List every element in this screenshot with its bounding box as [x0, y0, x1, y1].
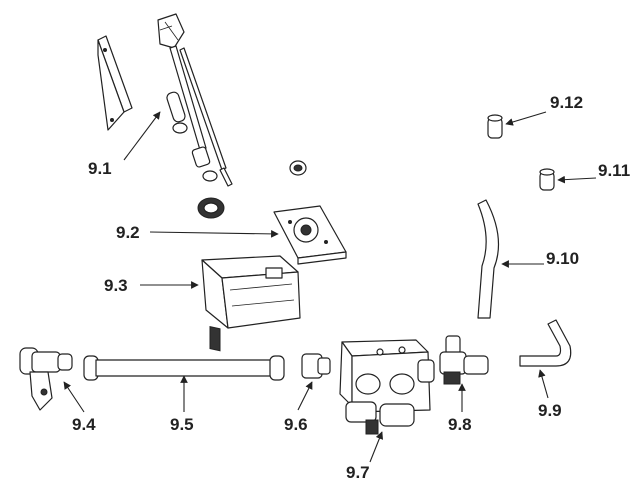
leader-9-11 [557, 175, 597, 184]
part-9-5-gas-pipe [83, 355, 285, 381]
callout-9-1: 9.1 [88, 159, 112, 178]
part-9-2-access-plate [273, 205, 347, 265]
callout-9-3: 9.3 [104, 276, 128, 295]
grommet-part [289, 160, 307, 176]
callout-9-2: 9.2 [116, 223, 140, 242]
part-9-11-orifice [539, 168, 555, 191]
callout-9-12: 9.12 [550, 93, 584, 112]
part-9-1-pilot-assembly [97, 13, 233, 187]
part-9-8-tee-fitting [439, 335, 489, 385]
part-9-3-ignition-module [201, 255, 301, 352]
leader-9-6 [297, 381, 313, 411]
callout-9-6: 9.6 [284, 415, 308, 434]
part-9-6-adapter-nut [301, 353, 331, 379]
leader-9-2 [149, 230, 279, 238]
callout-9-4: 9.4 [72, 415, 96, 434]
callout-9-5: 9.5 [170, 415, 194, 434]
leader-9-9 [538, 369, 549, 399]
part-9-10-pilot-tube [477, 199, 500, 319]
callout-9-7: 9.7 [346, 463, 370, 482]
callout-9-11: 9.11 [598, 161, 631, 180]
part-9-4-elbow-fitting [19, 347, 73, 411]
callout-9-8: 9.8 [448, 415, 472, 434]
leader-9-12 [505, 111, 547, 126]
part-9-9-bent-tube [519, 319, 572, 367]
leader-9-1 [123, 111, 161, 161]
sealing-ring-part [197, 197, 225, 219]
part-9-12-injector [487, 114, 503, 139]
leader-9-4 [63, 381, 85, 413]
callout-9-9: 9.9 [538, 401, 562, 420]
part-9-7-gas-valve [339, 339, 435, 435]
leader-9-7 [369, 431, 384, 463]
callout-9-10: 9.10 [546, 249, 580, 268]
